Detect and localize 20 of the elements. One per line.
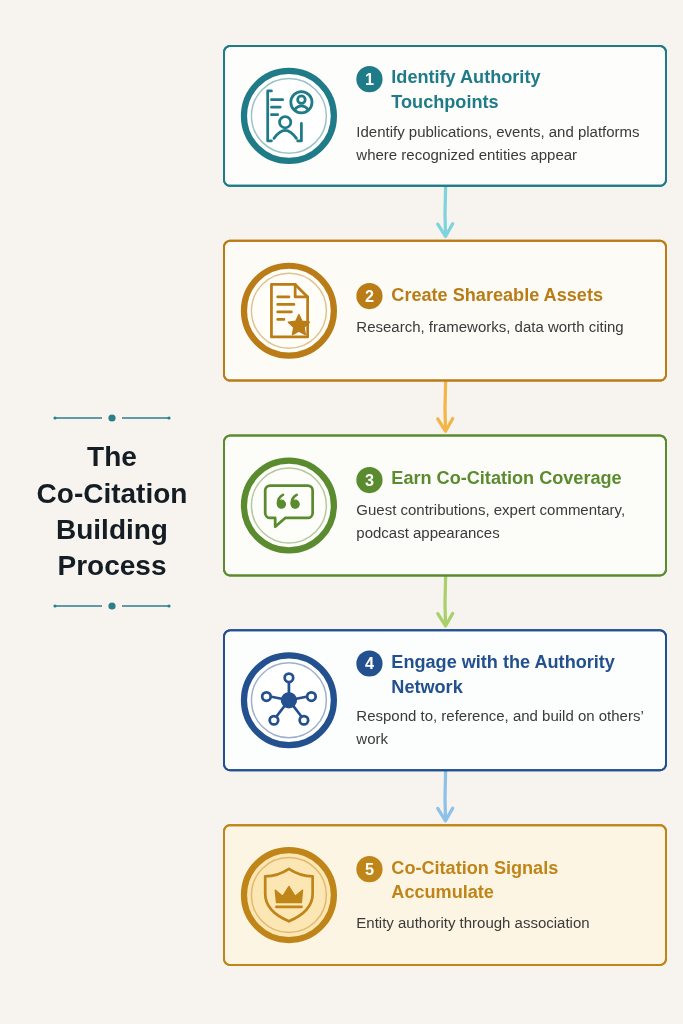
- step-description: Identify publications, events, and platforms where recognized entities appear: [356, 122, 641, 165]
- step-number: 1: [364, 69, 374, 89]
- step-number: 5: [364, 859, 374, 879]
- arrow: [436, 576, 455, 628]
- step-number: 2: [364, 286, 374, 306]
- step-heading: Create Shareable Assets: [391, 283, 603, 307]
- step-heading: Identify Authority Touchpoints: [391, 66, 542, 114]
- step-description: Respond to, reference, and build on others’ work: [356, 707, 645, 750]
- arrow: [436, 770, 455, 823]
- arrow: [436, 186, 455, 239]
- step-heading: Engage with the Authority Network: [391, 650, 616, 699]
- title: The Co-Citation Building Process: [35, 440, 189, 584]
- step-description: Research, frameworks, data worth citing: [356, 316, 625, 338]
- step-description: Guest contributions, expert commentary, podcast appearances: [356, 500, 627, 544]
- step-heading: Co-Citation Signals Accumulate: [391, 856, 560, 904]
- step-number: 3: [364, 470, 374, 490]
- arrow: [436, 381, 455, 433]
- step-number: 4: [364, 654, 374, 673]
- step-description: Entity authority through association: [356, 912, 591, 934]
- step-heading: Earn Co-Citation Coverage: [391, 467, 622, 491]
